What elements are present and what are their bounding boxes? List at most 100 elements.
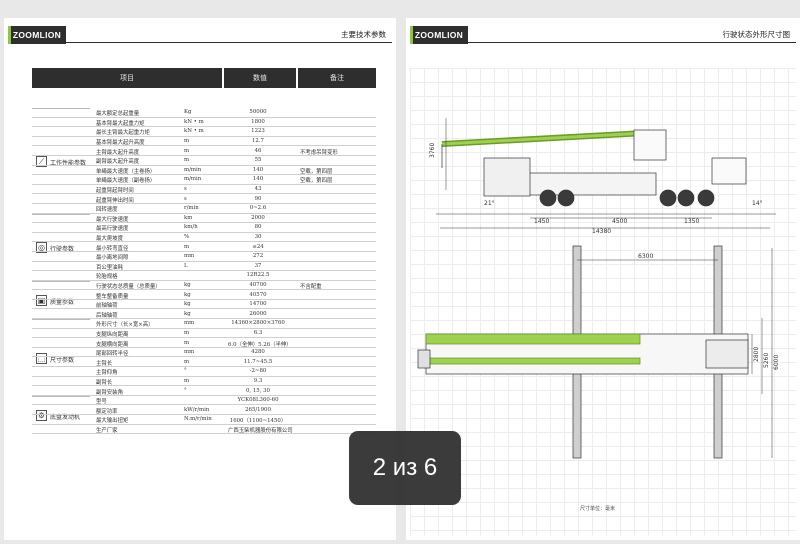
spec-name: 回转速度 — [96, 207, 118, 214]
spec-name: 支腿横向距离 — [96, 341, 129, 348]
spec-unit: ° — [184, 368, 187, 375]
spec-unit: m/min — [184, 176, 202, 183]
page-title: 主要技术参数 — [341, 30, 386, 39]
spec-unit: s — [184, 195, 187, 202]
spec-unit: Kg — [184, 109, 192, 116]
spec-unit: m — [184, 243, 190, 250]
spec-unit: m — [184, 358, 190, 365]
spec-name: 轮胎规格 — [96, 274, 118, 281]
spec-value: 14700 — [249, 301, 267, 308]
spec-value: 11.7~45.5 — [243, 358, 273, 365]
spec-value: 4280 — [251, 349, 265, 356]
spec-value: 0, 15, 30 — [245, 387, 270, 394]
spec-name: 百公里油耗 — [96, 264, 123, 271]
spec-unit: mm — [184, 253, 195, 260]
spec-value: 272 — [252, 253, 264, 260]
spec-name: 副臂最大起升高度 — [96, 159, 140, 166]
spec-unit: mm — [184, 320, 195, 327]
spec-value: 140 — [252, 166, 264, 173]
width-b-dimension: 5260 — [763, 353, 770, 368]
crane-side-view — [436, 118, 776, 229]
spec-value: 0~2.6 — [249, 205, 267, 212]
spec-value: 26000 — [249, 310, 267, 317]
spec-unit: kW/r/min — [184, 406, 210, 413]
spec-name: 尾部回转半径 — [96, 351, 129, 358]
column-header-value: 数值 — [224, 68, 296, 88]
spec-name: 型号 — [96, 399, 107, 406]
spec-value: 265/1900 — [245, 406, 271, 413]
spec-value: 46 — [254, 147, 262, 154]
departure-angle: 14° — [752, 200, 763, 207]
spec-value: 6.3 — [253, 329, 263, 336]
width-c-dimension: 6000 — [773, 355, 780, 370]
spec-name: 主臂长 — [96, 360, 113, 367]
spec-value: 6.0（全伸）5.26（半伸） — [228, 341, 292, 348]
spec-name: 整车整备质量 — [96, 293, 129, 300]
column-header-item: 项目 — [32, 68, 222, 88]
spec-unit: m/min — [184, 166, 202, 173]
height-dimension: 3760 — [429, 143, 436, 158]
spec-name: 最大爬坡度 — [96, 236, 123, 243]
spec-unit: m — [184, 147, 190, 154]
spec-name: 生产厂家 — [96, 427, 118, 434]
column-header-note: 备注 — [298, 68, 376, 88]
spec-row: 主臂仰角°-2~80 — [32, 367, 376, 377]
spec-group: ⬚尺寸参数 — [32, 319, 90, 396]
spec-value: 1600（1100~1450） — [229, 418, 287, 425]
spec-row: 支腿横向距离 m 6.0（全伸）5.26（半伸） — [32, 338, 376, 348]
spec-unit: s — [184, 186, 187, 193]
spec-unit: m — [184, 339, 190, 346]
weight-icon: ▣ — [36, 294, 47, 306]
spec-group-label: 工作性能参数 — [50, 159, 87, 167]
spec-unit: m — [184, 377, 190, 384]
front-overhang-dimension: 1450 — [534, 218, 549, 225]
spec-group: ▣质量参数 — [32, 280, 90, 319]
spec-name: 主臂最大起升高度 — [96, 149, 140, 156]
spec-group-label: 行驶参数 — [50, 246, 75, 254]
spec-row: 生产厂家 广西玉柴机器股份有限公司 — [32, 425, 376, 435]
spec-unit: N.m/r/min — [184, 416, 212, 423]
unit-note: 尺寸单位：毫米 — [580, 506, 616, 512]
spec-name: 基本臂最大起升高度 — [96, 140, 145, 147]
spec-name: 前轴轴荷 — [96, 303, 118, 310]
spec-name: 最大额定总起重量 — [96, 111, 140, 118]
spec-value: 14360×2800×3760 — [231, 320, 285, 327]
drawing-page-right: ZOOMLION 行驶状态外形尺寸图 3760 — [406, 18, 800, 540]
spec-value: 80 — [254, 224, 262, 231]
spec-value: 1800 — [251, 118, 265, 125]
spec-name: 最大行驶速度 — [96, 216, 129, 223]
spec-value: 30 — [254, 234, 262, 241]
steering-wheel-icon: ◎ — [36, 242, 47, 254]
wheelbase-dimension: 4500 — [612, 218, 627, 225]
spec-name: 最高行驶速度 — [96, 226, 129, 233]
drawing-grid — [410, 68, 796, 536]
spec-name: 最长主臂最大起重力矩 — [96, 130, 150, 137]
spec-unit: kg — [184, 310, 191, 317]
spec-unit: kg — [184, 301, 191, 308]
spec-group-label: 底盘发动机 — [50, 414, 81, 422]
spec-unit: km/h — [184, 224, 198, 231]
crane-drawings: 3760 21° 14° 1450 4500 1350 14380 6300 2… — [417, 118, 780, 459]
spec-value: 广西玉柴机器股份有限公司 — [228, 427, 293, 434]
spec-table-header: 项目 数值 备注 — [32, 68, 376, 88]
spec-unit: ° — [184, 387, 187, 394]
spec-value: 40570 — [249, 291, 267, 298]
approach-angle: 21° — [484, 200, 495, 207]
total-length-dimension: 14380 — [592, 228, 611, 235]
